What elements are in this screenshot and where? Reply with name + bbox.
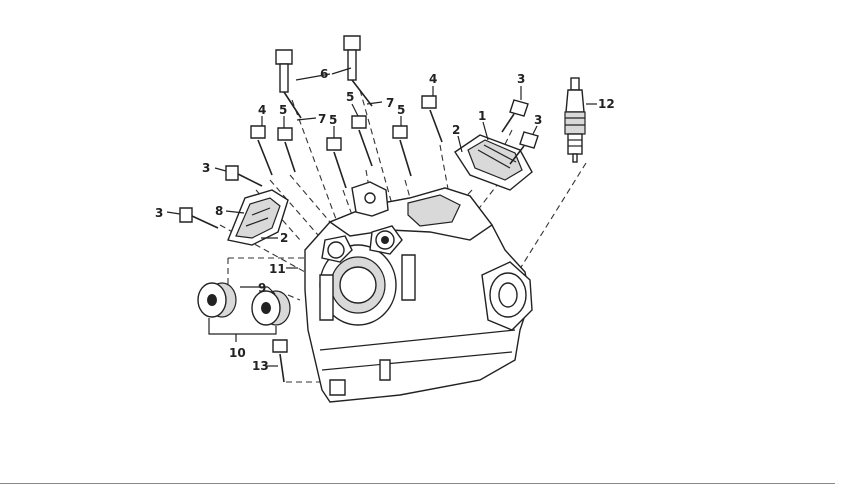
- spark-plug: [564, 77, 586, 163]
- tappet-cover-left: [227, 189, 289, 246]
- callout-5-c: 5: [346, 90, 354, 104]
- bolt-3-upper-left: [225, 165, 263, 187]
- bolt-5-b: [326, 137, 347, 189]
- callout-8: 8: [215, 204, 223, 218]
- bolt-3-upper-right: [501, 99, 529, 133]
- callout-5-a: 5: [279, 103, 287, 117]
- callout-5-d: 5: [397, 103, 405, 117]
- callout-9: 9: [258, 281, 266, 295]
- valve-cap-right: [251, 290, 291, 326]
- long-bolt-left: [275, 49, 302, 119]
- bolt-5-c: [351, 115, 373, 167]
- callout-4-right: 4: [429, 72, 437, 86]
- bolts: [179, 35, 539, 383]
- bottom-divider: [0, 483, 835, 484]
- callout-7-left: 7: [318, 112, 326, 126]
- callout-labels: 1 2 2 3 3 3 3 4 4 5 5 5 5 6 7 7 8 9 10 1…: [155, 67, 615, 373]
- callout-10: 10: [229, 346, 246, 360]
- tappet-cover-right: [454, 134, 533, 191]
- bolt-3-lower-right: [509, 131, 539, 165]
- callout-2-left: 2: [280, 231, 288, 245]
- callout-12: 12: [598, 97, 615, 111]
- leader-lines: [166, 67, 597, 367]
- callout-11: 11: [269, 262, 286, 276]
- bolt-5-a: [277, 127, 296, 173]
- callout-5-b: 5: [329, 113, 337, 127]
- valve-cap-left: [197, 282, 237, 318]
- callout-4-left: 4: [258, 103, 266, 117]
- callout-13: 13: [252, 359, 269, 373]
- valve-caps: [197, 282, 291, 326]
- long-bolt-right: [343, 35, 373, 107]
- callout-7-right: 7: [386, 96, 394, 110]
- callout-1: 1: [478, 109, 486, 123]
- bolt-4-right: [421, 95, 443, 143]
- bolt-3-lower-left: [179, 207, 219, 229]
- cylinder-head: [304, 181, 533, 403]
- callout-3-upper-right: 3: [517, 72, 525, 86]
- callout-3-lower-right: 3: [534, 113, 542, 127]
- callout-2-right: 2: [452, 123, 460, 137]
- callout-6: 6: [320, 67, 328, 81]
- bolt-5-d: [392, 125, 412, 177]
- bolt-13: [272, 339, 288, 383]
- callout-3-lower-left: 3: [155, 206, 163, 220]
- bolt-4-left: [250, 125, 273, 176]
- callout-3-upper-left: 3: [202, 161, 210, 175]
